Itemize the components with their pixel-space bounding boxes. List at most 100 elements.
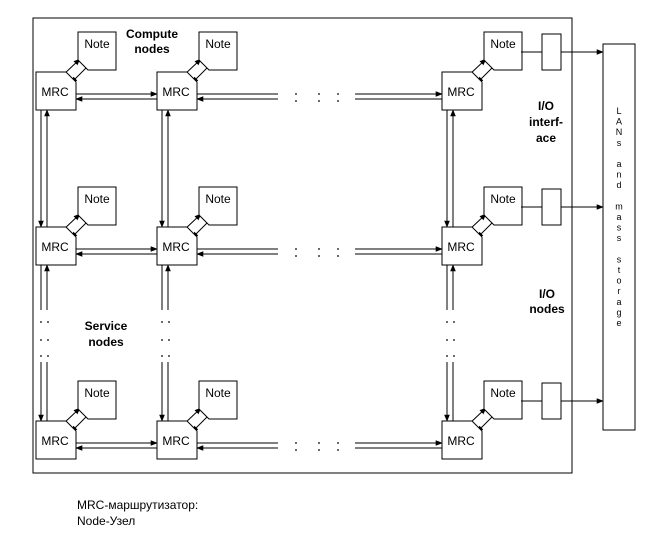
router-shape: [441, 71, 483, 111]
h-dot: [337, 100, 339, 102]
router-shape: [156, 71, 198, 111]
v-dot: [161, 339, 163, 341]
node-shape: [483, 186, 523, 226]
legend-line-2: Node-Узел: [77, 514, 136, 528]
v-dot: [40, 339, 42, 341]
storage-label-char: a: [616, 159, 621, 169]
h-dot: [318, 100, 320, 102]
io-port-middle: [521, 188, 604, 226]
v-dot: [453, 321, 455, 323]
storage-label-char: m: [615, 201, 623, 211]
service-nodes-label-line1: Service: [85, 319, 128, 333]
v-dot: [161, 321, 163, 323]
node-bottom-right: Note: [483, 380, 523, 420]
storage-label-char: L: [616, 106, 621, 116]
router-label: MRC: [41, 434, 69, 448]
router-shape: [441, 226, 483, 266]
io-ports: [521, 33, 604, 420]
io-nodes-label-line1: I/O: [539, 287, 555, 301]
io-interface-label-line1: I/O: [538, 99, 554, 113]
v-dot: [453, 339, 455, 341]
node-shape: [198, 186, 238, 226]
storage-label-char: N: [616, 127, 623, 137]
io-port-bottom: [521, 382, 604, 420]
h-dot: [318, 248, 320, 250]
node-top-center: Note: [198, 31, 238, 71]
router-label: MRC: [162, 85, 190, 99]
lans-storage-box: [602, 43, 636, 431]
v-dot: [168, 355, 170, 357]
storage-label-char: n: [616, 170, 621, 180]
node-label: Note: [84, 192, 110, 206]
node-top-left: Note: [77, 31, 117, 71]
node-shape: [198, 380, 238, 420]
router-label: MRC: [447, 85, 475, 99]
storage-label-char: g: [616, 307, 621, 317]
legend: MRC-маршрутизатор: Node-Узел: [77, 497, 198, 529]
h-dot: [318, 93, 320, 95]
h-dot: [337, 449, 339, 451]
node-middle-right: Note: [483, 186, 523, 226]
h-dot: [295, 449, 297, 451]
node-shape: [77, 186, 117, 226]
service-nodes-label-line2: nodes: [88, 335, 124, 349]
router-shape: [35, 226, 77, 266]
router-label: MRC: [447, 240, 475, 254]
node-middle-left: Note: [77, 186, 117, 226]
node-middle-center: Note: [198, 186, 238, 226]
node-label: Note: [490, 192, 516, 206]
storage-label-char: a: [616, 212, 621, 222]
h-dot: [295, 255, 297, 257]
router-middle-right: MRC: [441, 226, 483, 266]
storage-label-char: a: [616, 297, 621, 307]
v-dot: [453, 355, 455, 357]
v-dot: [446, 355, 448, 357]
node-label: Note: [205, 192, 231, 206]
node-label: Note: [205, 386, 231, 400]
io-interface-label-line3: ace: [536, 131, 556, 145]
v-dot: [47, 355, 49, 357]
storage-label-char: e: [616, 318, 621, 328]
v-dot: [40, 321, 42, 323]
h-dot: [337, 93, 339, 95]
node-shape: [77, 31, 117, 71]
node-shape: [198, 31, 238, 71]
router-shape: [156, 420, 198, 460]
node-label: Note: [84, 37, 110, 51]
router-shape: [156, 226, 198, 266]
router-shape: [441, 420, 483, 460]
h-dot: [337, 255, 339, 257]
h-dot: [318, 255, 320, 257]
router-top-left: MRC: [35, 71, 77, 111]
io-port-top: [521, 33, 604, 71]
router-label: MRC: [162, 434, 190, 448]
router-shape: [35, 420, 77, 460]
v-dot: [47, 339, 49, 341]
continuation-dots: [40, 93, 455, 451]
io-interface-label-line2: interf-: [529, 115, 563, 129]
storage-label-char: r: [618, 286, 621, 296]
router-top-right: MRC: [441, 71, 483, 111]
storage-label-char: A: [616, 117, 622, 127]
h-dot: [337, 248, 339, 250]
node-bottom-center: Note: [198, 380, 238, 420]
router-top-center: MRC: [156, 71, 198, 111]
router-bottom-center: MRC: [156, 420, 198, 460]
h-dot: [318, 449, 320, 451]
h-dot: [295, 93, 297, 95]
h-dot: [295, 248, 297, 250]
router-middle-left: MRC: [35, 226, 77, 266]
router-label: MRC: [41, 85, 69, 99]
v-dot: [47, 321, 49, 323]
storage-label-char: s: [617, 223, 622, 233]
storage-label-char: s: [617, 233, 622, 243]
h-dot: [295, 442, 297, 444]
node-top-right: Note: [483, 31, 523, 71]
node-label: Note: [490, 386, 516, 400]
h-dot: [295, 100, 297, 102]
io-port-box: [541, 33, 562, 71]
